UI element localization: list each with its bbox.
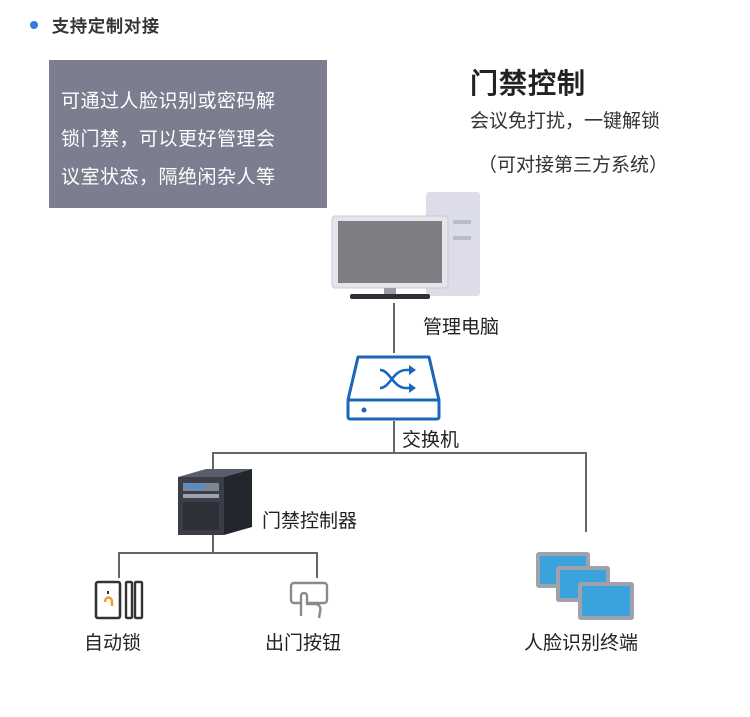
bullet-dot-icon bbox=[30, 20, 38, 29]
controller-up-link bbox=[212, 452, 214, 470]
controller-label: 门禁控制器 bbox=[262, 510, 358, 532]
exit-button-icon bbox=[285, 580, 333, 620]
terminal-label: 人脸识别终端 bbox=[524, 632, 639, 654]
description-line: 可通过人脸识别或密码解 bbox=[61, 90, 276, 112]
switch-down-link bbox=[393, 421, 395, 453]
pc-label: 管理电脑 bbox=[423, 316, 500, 338]
door-lock-icon bbox=[94, 580, 149, 620]
button-link bbox=[316, 552, 318, 578]
feature-subtitle: 会议免打扰，一键解锁 bbox=[470, 110, 661, 132]
pc-switch-link bbox=[393, 303, 395, 353]
description-line: 锁门禁，可以更好管理会 bbox=[61, 128, 276, 150]
desktop-computer-icon bbox=[330, 190, 485, 302]
network-switch-icon bbox=[346, 354, 441, 422]
lock-label: 自动锁 bbox=[84, 632, 142, 654]
tablet-terminal-icon bbox=[534, 550, 636, 622]
section-header: 支持定制对接 bbox=[30, 12, 160, 37]
terminal-link bbox=[585, 452, 587, 532]
feature-note: （可对接第三方系统） bbox=[478, 154, 669, 176]
section-title: 支持定制对接 bbox=[52, 17, 160, 37]
description-line: 议室状态，隔绝闲杂人等 bbox=[61, 166, 276, 188]
controller-down-link bbox=[212, 535, 214, 553]
description-box: 可通过人脸识别或密码解 锁门禁，可以更好管理会 议室状态，隔绝闲杂人等 bbox=[49, 60, 327, 208]
device-horizontal-link bbox=[118, 552, 317, 554]
feature-title: 门禁控制 bbox=[470, 67, 587, 100]
lock-link bbox=[118, 552, 120, 578]
button-label: 出门按钮 bbox=[265, 632, 342, 654]
switch-label: 交换机 bbox=[402, 429, 460, 451]
server-tower-icon bbox=[176, 467, 254, 537]
main-horizontal-link bbox=[212, 452, 586, 454]
